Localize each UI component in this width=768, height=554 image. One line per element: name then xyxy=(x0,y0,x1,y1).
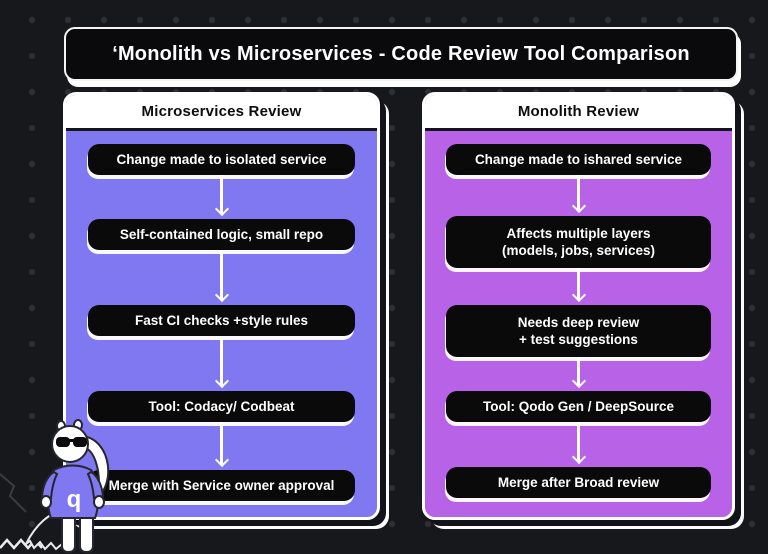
monolith-header-label: Monolith Review xyxy=(517,103,640,120)
down-arrow-icon xyxy=(213,250,231,305)
microservices-flow: Change made to isolated service Self-con… xyxy=(66,131,377,517)
microservices-card-header: Microservices Review xyxy=(66,95,377,131)
mascot-leg xyxy=(79,513,94,554)
step-label: (models, jobs, services) xyxy=(501,243,656,258)
down-arrow-icon xyxy=(570,268,588,305)
mascot-shirt-label: q xyxy=(67,486,82,513)
down-arrow-icon xyxy=(213,175,231,219)
step-label: Change made to isolated service xyxy=(116,152,327,167)
step-box: Tool: Codacy/ Codbeat xyxy=(87,391,356,422)
step-box: Change made to ishared service xyxy=(446,144,711,175)
step-label: Change made to ishared service xyxy=(474,152,683,167)
microservices-card: Microservices Review Change made to isol… xyxy=(63,92,380,520)
step-label: Self-contained logic, small repo xyxy=(119,227,324,242)
step-box: Merge after Broad review xyxy=(446,467,711,498)
ground-crack-decoration xyxy=(0,473,27,513)
mascot-hand xyxy=(93,495,105,509)
step-box: Change made to isolated service xyxy=(87,144,356,175)
step-box: Tool: Qodo Gen / DeepSource xyxy=(446,391,711,422)
monolith-card: Monolith Review Change made to ishared s… xyxy=(422,92,735,520)
step-label: Affects multiple layers xyxy=(506,226,651,241)
down-arrow-icon xyxy=(570,422,588,467)
monolith-card-header: Monolith Review xyxy=(425,95,732,131)
step-label: Needs deep review xyxy=(517,315,640,330)
step-label: Fast CI checks +style rules xyxy=(135,313,308,328)
step-label: + test suggestions xyxy=(519,332,638,347)
qodo-anteater-mascot: q xyxy=(25,419,110,554)
mascot-sleeve xyxy=(40,470,59,500)
mascot-sunglasses-icon xyxy=(56,437,87,447)
page-title: ‘Monolith vs Microservices - Code Review… xyxy=(112,42,690,65)
monolith-flow: Change made to ishared service Affects m… xyxy=(425,131,732,517)
microservices-header-label: Microservices Review xyxy=(141,103,302,120)
mascot-hand xyxy=(40,495,52,509)
step-label: Merge with Service owner approval xyxy=(108,478,335,493)
down-arrow-icon xyxy=(570,357,588,391)
mascot-leg xyxy=(61,513,76,554)
step-box: Affects multiple layers (models, jobs, s… xyxy=(446,216,711,268)
step-box: Needs deep review + test suggestions xyxy=(446,305,711,357)
step-label: Tool: Qodo Gen / DeepSource xyxy=(482,399,674,414)
step-label: Merge after Broad review xyxy=(497,475,660,490)
step-box: Merge with Service owner approval xyxy=(87,470,356,501)
mascot-sleeve xyxy=(86,470,105,500)
title-banner: ‘Monolith vs Microservices - Code Review… xyxy=(64,27,738,81)
step-box: Fast CI checks +style rules xyxy=(87,305,356,336)
mascot-head xyxy=(51,425,89,463)
step-box: Self-contained logic, small repo xyxy=(87,219,356,250)
down-arrow-icon xyxy=(570,175,588,216)
down-arrow-icon xyxy=(213,336,231,391)
step-label: Tool: Codacy/ Codbeat xyxy=(148,399,295,414)
down-arrow-icon xyxy=(213,422,231,470)
